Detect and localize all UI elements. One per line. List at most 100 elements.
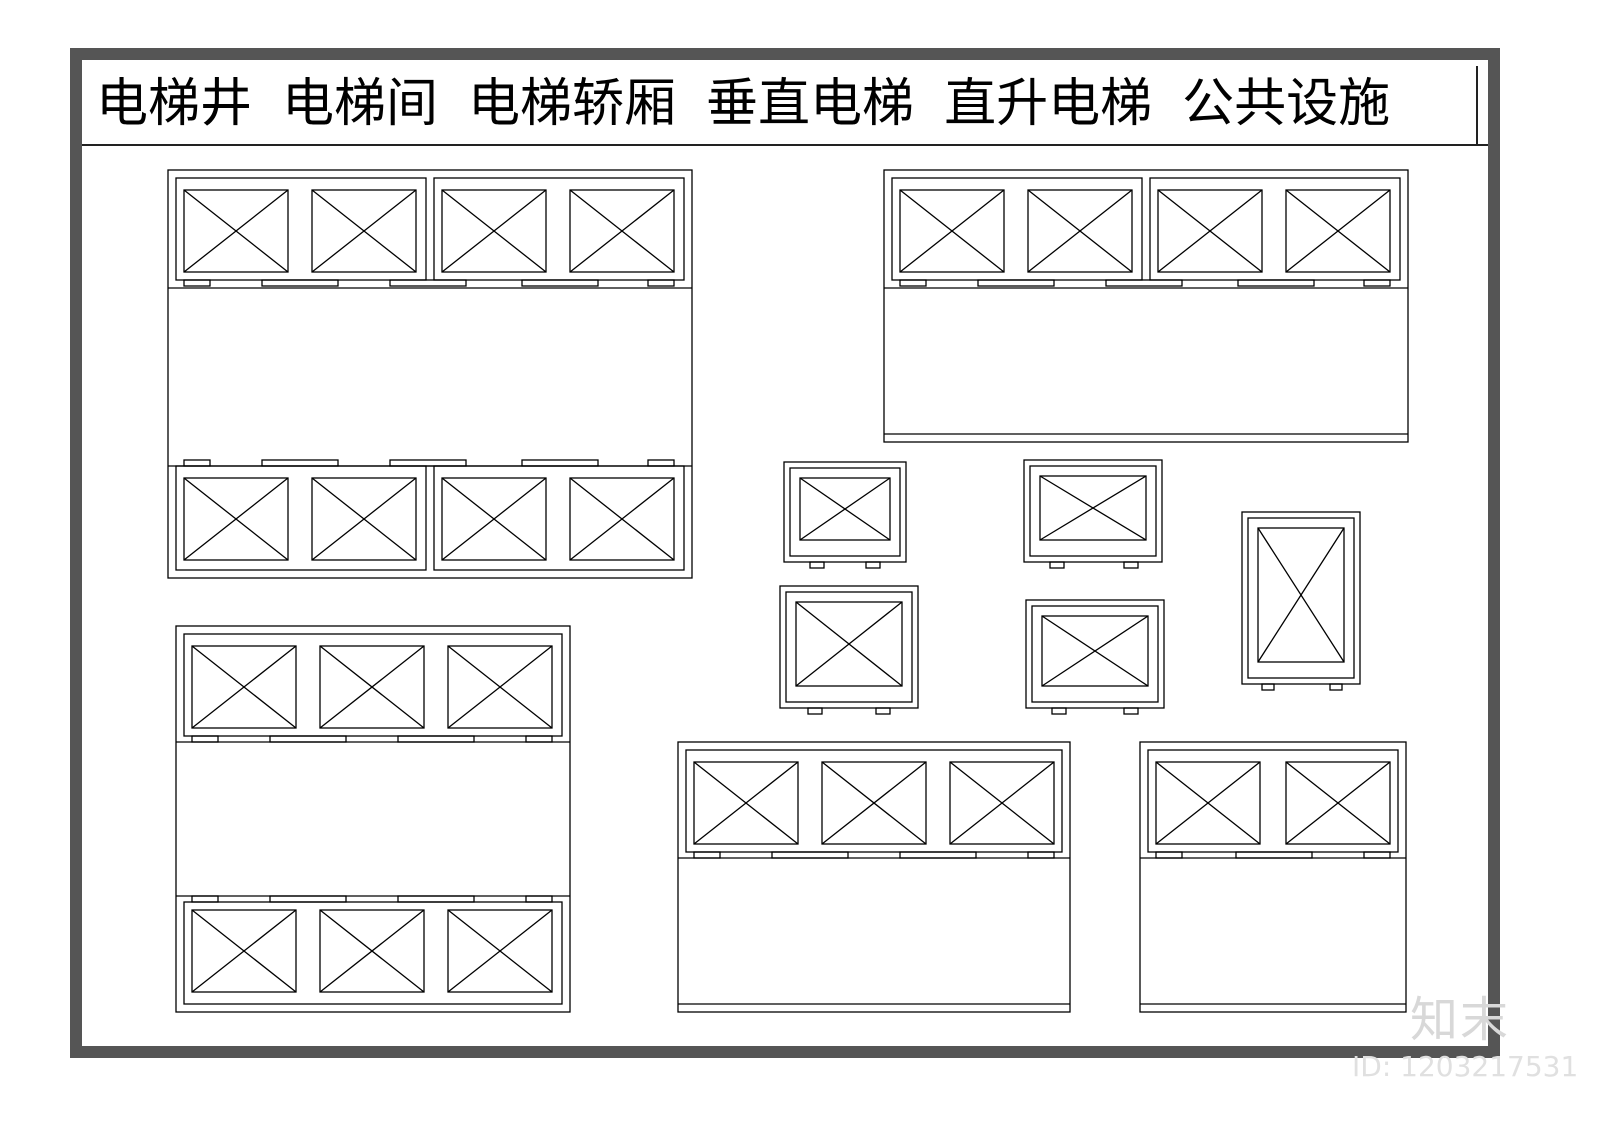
elevator-car [799,477,891,541]
elevator-car [1285,761,1391,845]
door-jamb [397,895,475,903]
shaft-wall-outer [1025,599,1165,709]
car-diagonal [693,761,799,845]
car-diagonal [569,477,675,561]
shaft-wall-inner [785,591,913,703]
title-word-elevator-car: 电梯轿厢 [468,74,677,134]
elevator-car [441,189,547,273]
car-diagonal [821,761,927,845]
car-diagonal [1041,615,1149,687]
car-diagonal [899,189,1005,273]
door-jamb [525,735,553,743]
shaft-wall-outer [783,461,907,563]
door-jamb [397,735,475,743]
elevator-car [569,189,675,273]
title-block: 电梯井 电梯间 电梯轿厢 垂直电梯 直升电梯 公共设施 [82,60,1488,146]
title-right-rule [1476,66,1478,144]
car-diagonal [1155,761,1261,845]
lobby-outline [167,169,693,579]
title-word-elevator-shaft: 电梯井 [96,74,253,134]
door-jamb [183,279,211,287]
door-jamb [1329,683,1343,691]
shaft-bank-wall [175,177,427,281]
elevator-car [447,909,553,993]
elevator-car [795,601,903,687]
car-diagonal [191,645,297,729]
door-jamb [1051,707,1067,715]
title-words: 电梯井 电梯间 电梯轿厢 垂直电梯 直升电梯 公共设施 [96,74,1390,134]
door-jamb [875,707,891,715]
door-jamb [1363,851,1391,859]
shaft-wall-inner [1031,605,1159,703]
door-jamb [693,851,721,859]
shaft-wall-inner [1029,465,1157,557]
lobby-outline [175,625,571,1013]
elevator-car [1041,615,1149,687]
door-jamb [1237,279,1315,287]
door-jamb [1235,851,1313,859]
lobby-outline [677,741,1071,1013]
door-jamb [1105,279,1183,287]
door-jamb [261,459,339,467]
door-jamb [647,459,675,467]
door-jamb [1123,707,1139,715]
shaft-wall-inner [789,467,901,557]
elevator-car [319,645,425,729]
car-diagonal [441,477,547,561]
door-jamb [977,279,1055,287]
car-diagonal [183,189,289,273]
elevator-car [949,761,1055,845]
elevator-car [1257,527,1345,663]
title-word-lift: 直升电梯 [944,74,1153,134]
watermark-id: ID: 1203217531 [1352,1050,1579,1083]
car-diagonal [311,477,417,561]
elevator-car [1285,189,1391,273]
car-diagonal [1257,527,1345,663]
shaft-wall-outer [779,585,919,709]
door-jamb [771,851,849,859]
door-jamb [261,279,339,287]
shaft-bank-wall [183,633,563,737]
shaft-bank-wall [685,749,1063,853]
door-jamb [1363,279,1391,287]
door-jamb [269,735,347,743]
door-jamb [809,561,825,569]
door-jamb [899,851,977,859]
door-jamb [269,895,347,903]
door-jamb [389,279,467,287]
shaft-bank-wall [1147,749,1399,853]
elevator-car [191,909,297,993]
door-jamb [1123,561,1139,569]
shaft-bank-wall [175,465,427,571]
shaft-wall-outer [1241,511,1361,685]
car-diagonal [1027,189,1133,273]
car-diagonal [1157,189,1263,273]
title-word-vertical-elevator: 垂直电梯 [706,74,915,134]
car-diagonal [1285,189,1391,273]
door-jamb [191,895,219,903]
car-diagonal [447,909,553,993]
shaft-wall-inner [1247,517,1355,679]
door-jamb [1027,851,1055,859]
door-jamb [521,459,599,467]
car-diagonal [949,761,1055,845]
elevator-car [311,477,417,561]
elevator-car [1039,475,1147,541]
car-diagonal [183,477,289,561]
title-word-elevator-room: 电梯间 [282,74,439,134]
car-diagonal [447,645,553,729]
car-diagonal [1039,475,1147,541]
elevator-car [1155,761,1261,845]
door-jamb [521,279,599,287]
car-diagonal [319,909,425,993]
door-jamb [1261,683,1275,691]
car-diagonal [569,189,675,273]
shaft-bank-wall [891,177,1143,281]
elevator-car [319,909,425,993]
door-jamb [183,459,211,467]
shaft-bank-wall [433,465,685,571]
door-jamb [191,735,219,743]
door-jamb [899,279,927,287]
